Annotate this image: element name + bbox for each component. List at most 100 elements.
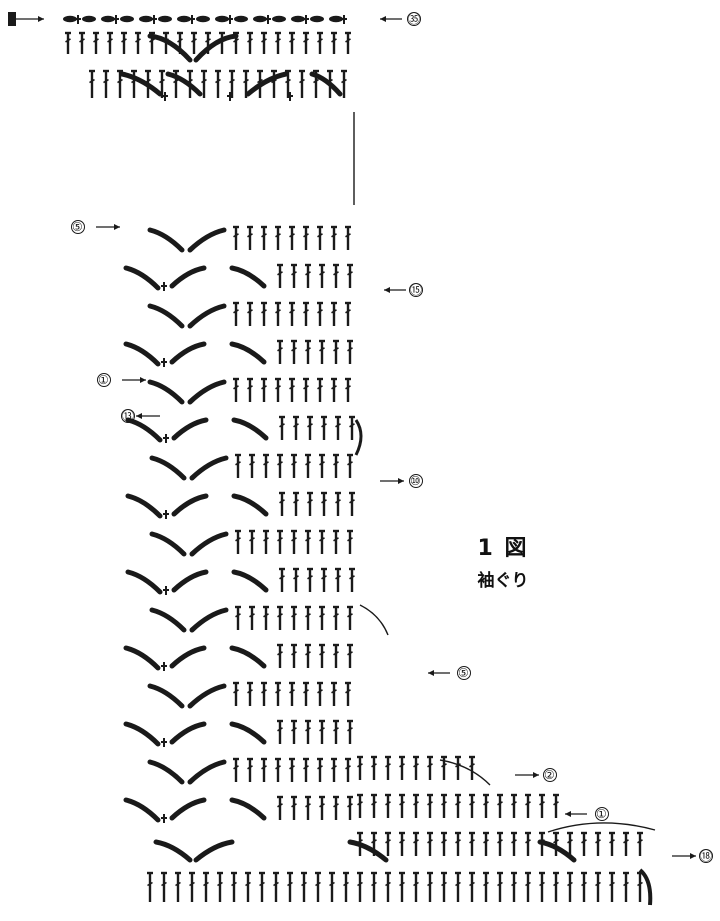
join-curve — [359, 604, 389, 636]
double-crochet-bar — [333, 803, 339, 808]
double-crochet-bar — [319, 727, 325, 732]
double-crochet-bar — [277, 651, 283, 656]
double-crochet-bar — [385, 801, 391, 806]
row-marker-circle — [409, 474, 423, 488]
double-crochet-bar — [205, 38, 211, 43]
double-crochet-bar — [259, 881, 265, 887]
double-crochet-bar — [347, 461, 353, 466]
double-crochet-bar — [347, 537, 353, 542]
double-crochet-bar — [469, 839, 475, 844]
double-crochet-bar — [357, 881, 363, 887]
double-crochet-bar — [275, 309, 281, 314]
chain-arch — [537, 839, 577, 863]
double-crochet-bar — [413, 801, 419, 806]
double-crochet-bar — [161, 881, 167, 887]
double-crochet-bar — [317, 309, 323, 314]
chain-arch — [187, 683, 227, 709]
double-crochet-bar — [347, 347, 353, 352]
double-crochet-bar — [371, 839, 377, 844]
double-crochet-bar — [595, 881, 601, 887]
double-crochet-bar — [315, 881, 321, 887]
double-crochet-bar — [331, 309, 337, 314]
double-crochet-bar — [319, 347, 325, 352]
double-crochet-bar — [331, 385, 337, 390]
chain-arch — [187, 379, 227, 405]
edge-curve — [354, 419, 363, 456]
double-crochet-bar — [399, 801, 405, 806]
row-marker-circle — [457, 666, 471, 680]
double-crochet-bar — [511, 839, 517, 844]
double-crochet-bar — [191, 38, 197, 43]
double-crochet-bar — [273, 881, 279, 887]
double-crochet-bar — [497, 881, 503, 887]
double-crochet-bar — [275, 385, 281, 390]
double-crochet-bar — [247, 309, 253, 314]
double-crochet-bar — [289, 233, 295, 238]
double-crochet-bar — [177, 38, 183, 43]
double-crochet-bar — [289, 689, 295, 694]
double-crochet-bar — [279, 575, 285, 580]
double-crochet-bar — [277, 271, 283, 276]
row-marker-label: ⑤ — [458, 666, 469, 680]
row-marker-label: ① — [596, 807, 607, 821]
row-marker-circle — [543, 768, 557, 782]
chain-arch — [149, 455, 187, 481]
double-crochet-bar — [275, 689, 281, 694]
chain-stitch — [215, 15, 229, 23]
double-crochet-bar — [275, 38, 281, 43]
double-crochet-bar — [275, 233, 281, 238]
chain-arch — [147, 303, 185, 329]
double-crochet-bar — [293, 575, 299, 580]
double-crochet-bar — [299, 78, 305, 84]
double-crochet-bar — [455, 881, 461, 887]
double-crochet-bar — [293, 423, 299, 428]
double-crochet-bar — [319, 271, 325, 276]
double-crochet-bar — [305, 537, 311, 542]
double-crochet-bar — [349, 575, 355, 580]
double-crochet-bar — [307, 499, 313, 504]
double-crochet-bar — [609, 881, 615, 887]
double-crochet-bar — [277, 537, 283, 542]
double-crochet-bar — [79, 38, 85, 43]
double-crochet-bar — [289, 309, 295, 314]
chain-stitch — [82, 15, 96, 23]
row-marker-label: ⑤ — [72, 220, 83, 234]
double-crochet-bar — [247, 689, 253, 694]
double-crochet-bar — [331, 765, 337, 770]
chain-arch — [229, 721, 267, 745]
double-crochet-bar — [235, 461, 241, 466]
double-crochet-bar — [247, 233, 253, 238]
row-marker-label: ⑱ — [700, 849, 712, 863]
double-crochet-bar — [525, 839, 531, 844]
double-crochet-bar — [291, 613, 297, 618]
double-crochet-bar — [175, 881, 181, 887]
double-crochet-bar — [291, 461, 297, 466]
chain-stitch — [101, 15, 115, 23]
double-crochet-bar — [371, 881, 377, 887]
double-crochet-bar — [567, 881, 573, 887]
double-crochet-bar — [149, 38, 155, 43]
double-crochet-bar — [609, 839, 615, 844]
figure-number: 1 図 — [477, 536, 529, 561]
double-crochet-bar — [343, 881, 349, 887]
double-crochet-bar — [483, 881, 489, 887]
double-crochet-bar — [637, 839, 643, 844]
double-crochet-bar — [201, 78, 207, 84]
figure-subtitle: 袖ぐり — [477, 571, 529, 591]
double-crochet-bar — [331, 38, 337, 43]
double-crochet-bar — [333, 347, 339, 352]
double-crochet-bar — [289, 38, 295, 43]
chain-stitch — [158, 15, 172, 23]
double-crochet-bar — [279, 499, 285, 504]
double-crochet-bar — [261, 309, 267, 314]
double-crochet-bar — [261, 765, 267, 770]
chain-arch — [229, 265, 267, 289]
double-crochet-bar — [333, 461, 339, 466]
double-crochet-bar — [147, 881, 153, 887]
arrow-head — [398, 478, 404, 484]
chain-arch — [147, 33, 193, 63]
double-crochet-bar — [121, 38, 127, 43]
double-crochet-bar — [263, 613, 269, 618]
double-crochet-bar — [305, 461, 311, 466]
double-crochet-bar — [317, 385, 323, 390]
